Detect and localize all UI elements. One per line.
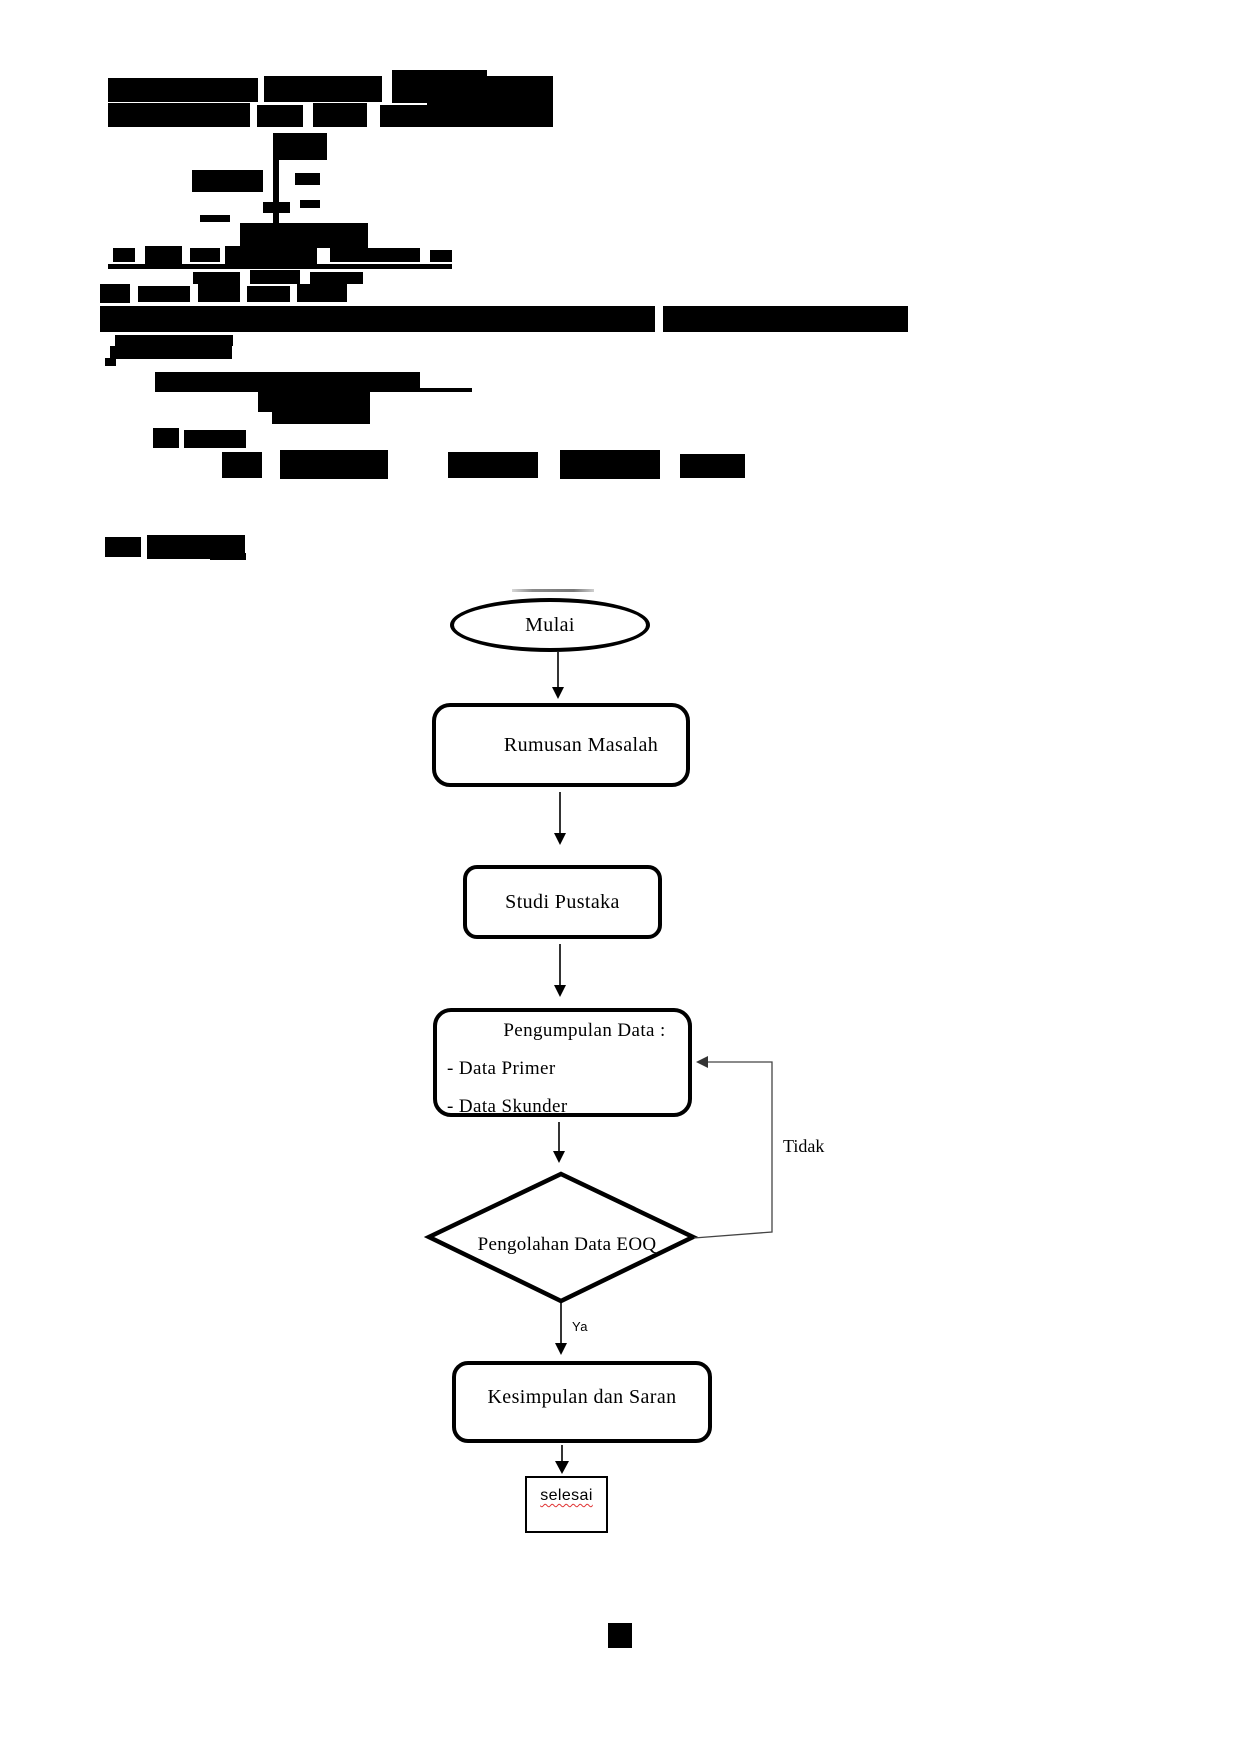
redacted-text-block	[278, 133, 327, 160]
redacted-text-block	[273, 133, 279, 225]
flow-node-studi-pustaka: Studi Pustaka	[463, 865, 662, 939]
redacted-text-block	[100, 306, 655, 332]
end-label: selesai	[540, 1487, 593, 1504]
redacted-text-block	[272, 412, 370, 424]
edge-label-tidak: Tidak	[783, 1136, 825, 1156]
redacted-text-block	[108, 78, 258, 102]
problem-label: Rumusan Masalah	[503, 733, 659, 756]
redacted-text-block	[264, 76, 382, 102]
arrow-problem-to-literature	[554, 792, 566, 845]
redacted-text-block	[295, 173, 320, 185]
redacted-text-block	[198, 284, 240, 302]
redacted-text-block	[330, 248, 420, 262]
redacted-text-block	[608, 1623, 632, 1648]
collection-item-skunder: - Data Skunder	[447, 1096, 568, 1117]
redacted-text-block	[427, 76, 553, 127]
redacted-text-block	[300, 200, 320, 208]
redacted-text-block	[263, 202, 290, 213]
arrow-conclusion-to-end	[555, 1445, 569, 1474]
conclusion-label: Kesimpulan dan Saran	[487, 1385, 677, 1408]
redacted-text-block	[108, 103, 250, 127]
redacted-text-block	[184, 430, 246, 448]
redacted-text-block	[257, 105, 303, 127]
redacted-text-block	[110, 346, 232, 359]
redacted-text-block	[430, 250, 452, 262]
redacted-text-block	[200, 215, 230, 222]
arrow-start-to-problem	[552, 652, 564, 699]
redacted-text-block	[240, 223, 368, 248]
flow-node-pengumpulan-data: Pengumpulan Data : - Data Primer - Data …	[433, 1008, 692, 1117]
redacted-text-block	[192, 170, 263, 192]
redacted-text-block	[680, 454, 745, 478]
flow-node-start: Mulai	[450, 598, 650, 652]
literature-label: Studi Pustaka	[505, 890, 620, 913]
redacted-text-block	[153, 428, 179, 448]
redacted-text-block	[155, 372, 420, 390]
arrow-collection-to-decision	[553, 1122, 565, 1163]
flow-node-selesai: selesai	[525, 1476, 608, 1533]
flow-node-kesimpulan: Kesimpulan dan Saran	[452, 1361, 712, 1443]
collection-title: Pengumpulan Data :	[503, 1020, 666, 1041]
redacted-text-block	[222, 452, 262, 478]
redacted-text-block	[115, 335, 233, 346]
redacted-text-block	[297, 284, 347, 302]
redacted-text-block	[155, 388, 472, 392]
edge-label-ya: Ya	[572, 1319, 588, 1334]
redacted-text-block	[560, 450, 660, 479]
redacted-text-block	[258, 392, 370, 412]
redacted-text-block	[250, 270, 300, 284]
redacted-text-block	[193, 272, 240, 284]
redacted-text-block	[663, 306, 908, 332]
arrow-literature-to-collection	[554, 944, 566, 997]
feedback-loop-tidak	[693, 1056, 773, 1239]
redacted-text-block	[310, 272, 363, 284]
redacted-text-block	[145, 246, 182, 264]
redacted-text-block	[105, 358, 116, 366]
redacted-text-block	[190, 248, 220, 262]
start-label: Mulai	[525, 613, 575, 636]
redacted-text-block	[225, 246, 317, 264]
redacted-text-block	[113, 248, 135, 262]
redacted-text-block	[105, 537, 141, 557]
decision-label: Pengolahan Data EOQ	[477, 1234, 657, 1255]
redacted-text-block	[100, 284, 130, 303]
redacted-text-block	[247, 286, 290, 302]
smudge-mark	[512, 589, 594, 592]
redacted-text-block	[313, 103, 367, 127]
redacted-text-block	[138, 286, 190, 302]
flow-node-rumusan-masalah: Rumusan Masalah	[432, 703, 690, 787]
redacted-text-block	[108, 264, 452, 269]
redacted-text-block	[448, 452, 538, 478]
collection-item-primer: - Data Primer	[447, 1058, 556, 1079]
arrow-decision-to-conclusion	[555, 1303, 567, 1355]
redacted-text-block	[280, 450, 388, 479]
redacted-text-block	[210, 553, 246, 560]
redacted-text-block	[380, 105, 427, 127]
